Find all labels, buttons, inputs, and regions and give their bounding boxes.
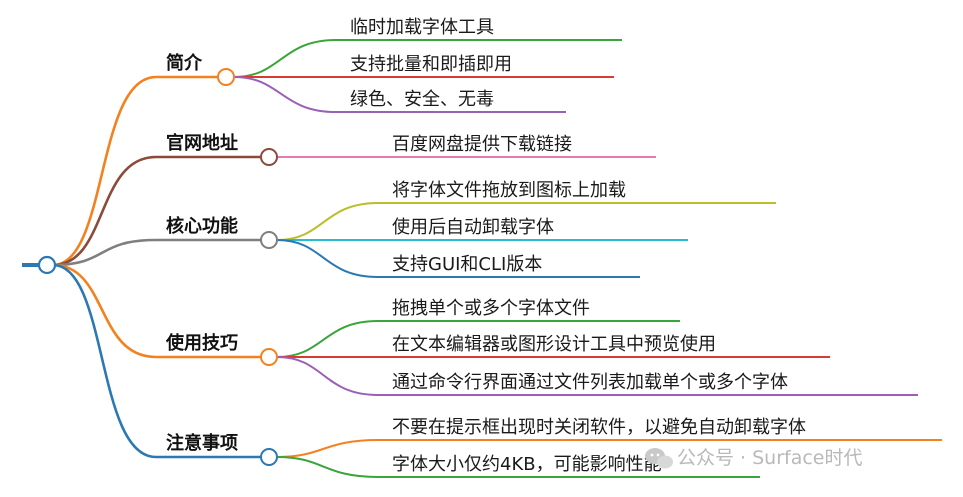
branch-node-circle[interactable] bbox=[260, 231, 278, 249]
leaf-label: 拖拽单个或多个字体文件 bbox=[392, 298, 590, 319]
leaf-edge bbox=[276, 439, 942, 458]
wechat-icon bbox=[645, 448, 673, 469]
branch-label: 使用技巧 bbox=[165, 332, 238, 354]
leaf-label: 临时加载字体工具 bbox=[350, 17, 494, 38]
branch-node-circle[interactable] bbox=[260, 448, 278, 466]
mind-map-nodes bbox=[37, 68, 278, 466]
leaf-edge bbox=[276, 239, 640, 278]
branch-node-circle[interactable] bbox=[217, 68, 235, 86]
leaf-edge bbox=[276, 202, 776, 241]
leaf-label: 使用后自动卸载字体 bbox=[392, 217, 554, 238]
branch-edge bbox=[52, 238, 261, 267]
mind-map-edges bbox=[22, 39, 942, 478]
leaf-edge bbox=[276, 456, 760, 478]
leaf-edge bbox=[276, 356, 918, 396]
leaf-label: 将字体文件拖放到图标上加载 bbox=[392, 180, 626, 201]
branch-label: 官网地址 bbox=[166, 132, 238, 154]
watermark: 公众号 · Surface时代 bbox=[645, 447, 863, 469]
leaf-label: 支持GUI和CLI版本 bbox=[392, 254, 542, 275]
branch-edge bbox=[52, 263, 261, 459]
branch-label: 核心功能 bbox=[166, 215, 238, 237]
branch-label: 注意事项 bbox=[166, 432, 238, 454]
leaf-label: 百度网盘提供下载链接 bbox=[392, 134, 572, 155]
leaf-edge bbox=[233, 39, 622, 78]
leaf-label: 在文本编辑器或图形设计工具中预览使用 bbox=[392, 334, 716, 355]
branch-edge bbox=[52, 155, 261, 267]
leaf-label: 绿色、安全、无毒 bbox=[350, 89, 494, 110]
branch-node-circle[interactable] bbox=[260, 348, 278, 366]
watermark-text: 公众号 · Surface时代 bbox=[677, 447, 863, 469]
leaf-edge bbox=[233, 76, 566, 113]
leaf-edge bbox=[276, 320, 680, 358]
leaf-label: 字体大小仅约4KB，可能影响性能 bbox=[392, 454, 662, 475]
leaf-label: 通过命令行界面通过文件列表加载单个或多个字体 bbox=[392, 372, 788, 393]
leaf-label: 支持批量和即插即用 bbox=[350, 54, 512, 75]
branch-edge bbox=[52, 263, 261, 359]
root-node-circle[interactable] bbox=[37, 255, 57, 275]
branch-node-circle[interactable] bbox=[260, 148, 278, 166]
leaf-label: 不要在提示框出现时关闭软件，以避免自动卸载字体 bbox=[392, 417, 806, 438]
branch-label: 简介 bbox=[166, 52, 203, 74]
branch-edge bbox=[52, 75, 218, 267]
